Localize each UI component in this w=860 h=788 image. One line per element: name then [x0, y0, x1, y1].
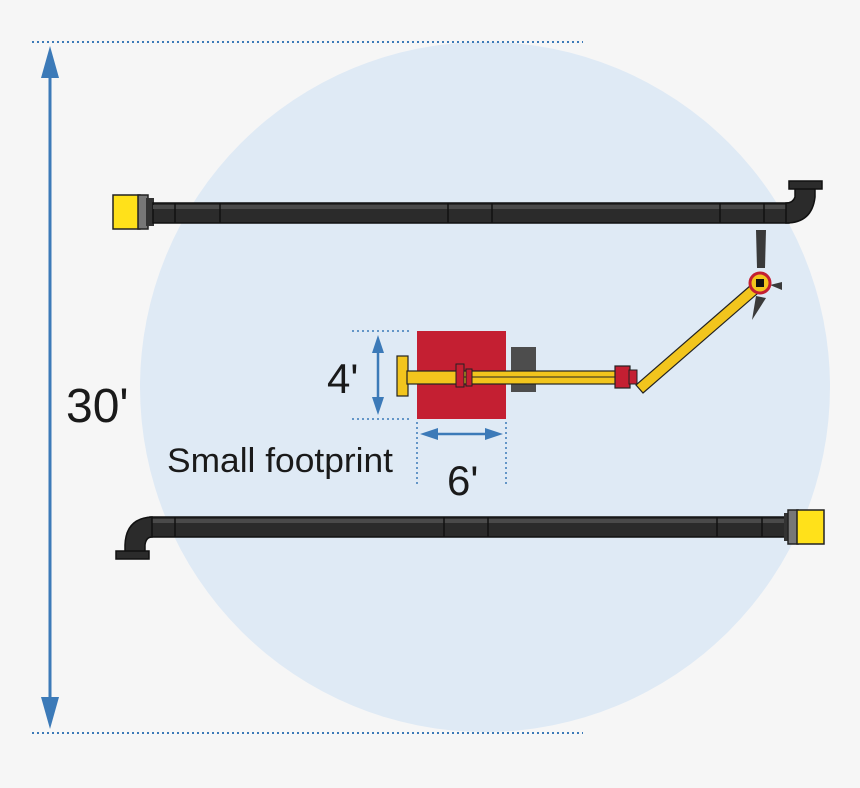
- width-dimension-arrow: [372, 335, 384, 415]
- machine-front-plate: [396, 355, 409, 397]
- footprint-caption: Small footprint: [167, 442, 394, 480]
- machine-motor: [511, 347, 536, 392]
- top-pipe-cap: [112, 194, 141, 230]
- drilling-machine: [396, 331, 638, 419]
- top-pipe: [112, 180, 823, 230]
- length-dimension-arrow: [420, 428, 503, 440]
- bottom-pipe: [115, 509, 825, 560]
- height-dimension-arrow: [41, 46, 59, 729]
- length-label: 6': [447, 457, 478, 504]
- top-pipe-elbow: [785, 186, 816, 224]
- width-label: 4': [327, 355, 358, 402]
- bottom-pipe-cap: [796, 509, 825, 545]
- height-label: 30': [66, 380, 129, 433]
- machine-boom: [635, 230, 782, 394]
- bottom-pipe-elbow: [124, 516, 153, 554]
